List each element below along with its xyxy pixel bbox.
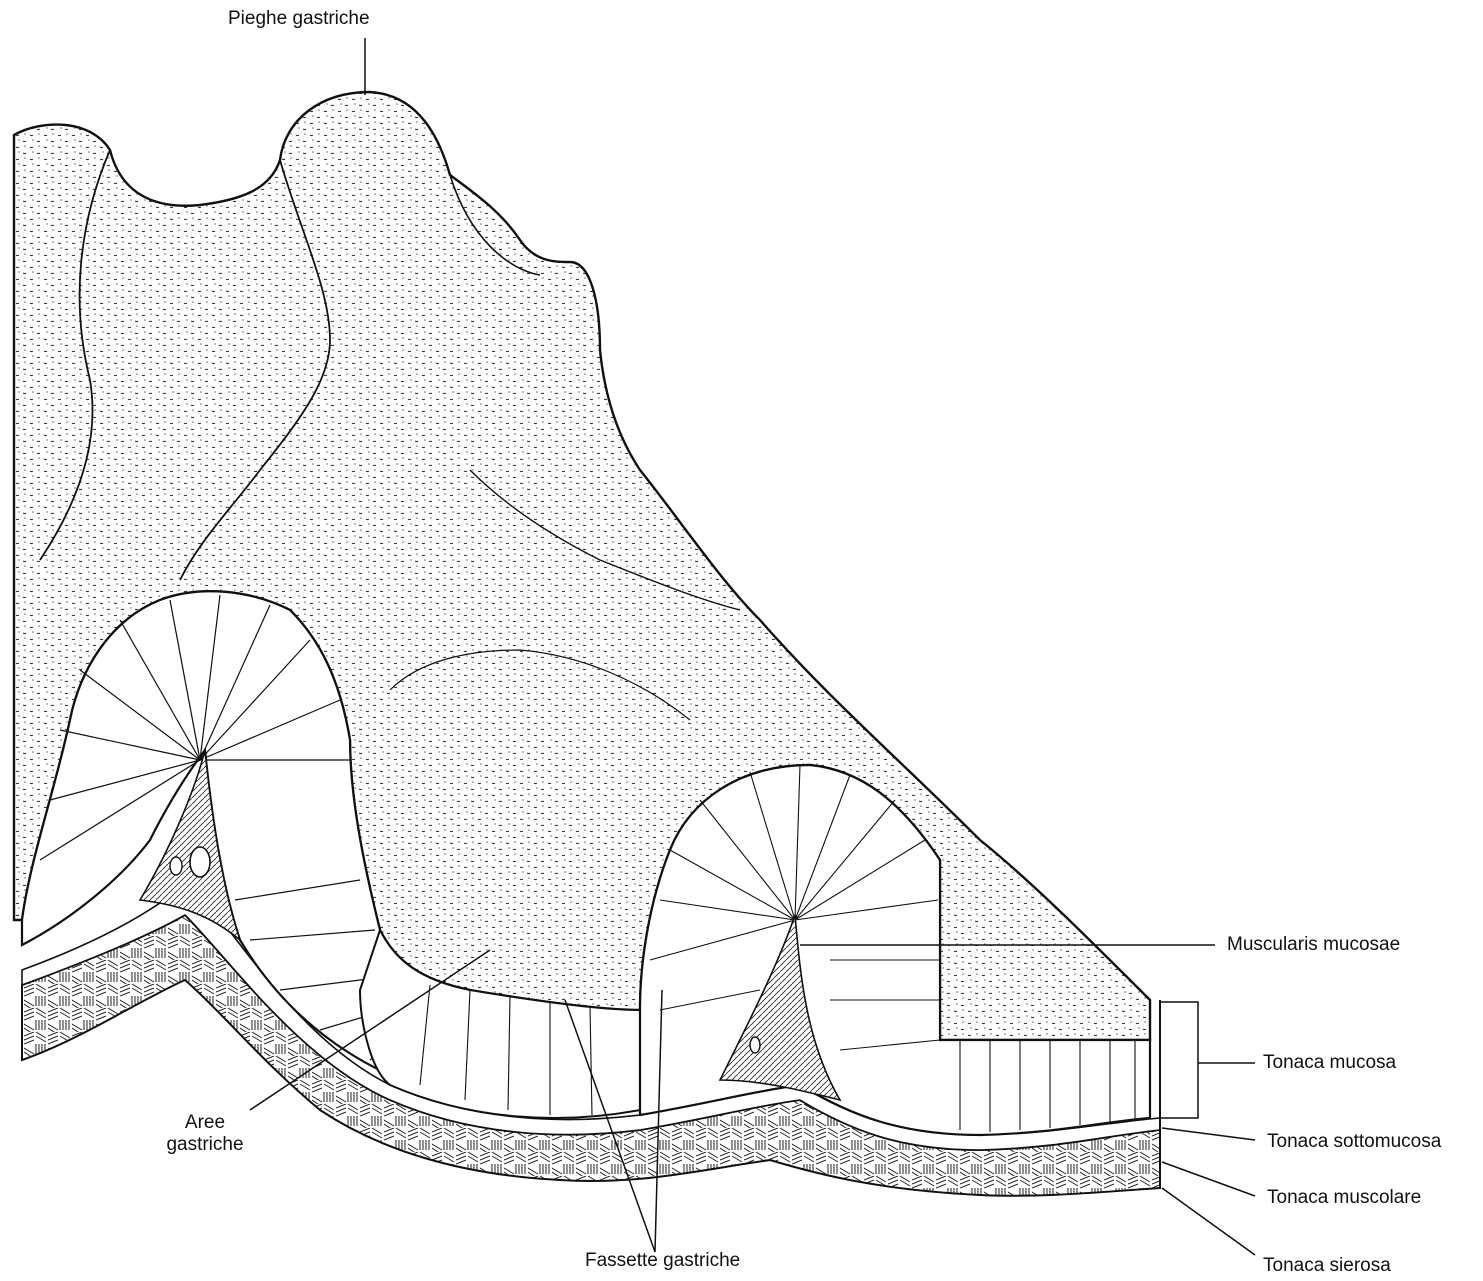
fold-crease [469, 469, 741, 611]
label-aree-line2: gastriche [166, 1134, 244, 1155]
left-vessel-2 [169, 856, 183, 876]
middle-gland-lines [419, 984, 593, 1116]
label-aree-line1: Aree [184, 1112, 226, 1133]
fold-ridge-left [39, 149, 111, 561]
left-gland-lines [39, 594, 441, 1061]
right-submucosa-core [718, 914, 842, 1102]
label-pieghe-gastriche: Pieghe gastriche [228, 8, 370, 29]
label-fassette-gastriche: Fassette gastriche [585, 1250, 741, 1271]
left-vessel-1 [189, 846, 211, 878]
right-gland-lines [649, 764, 1136, 1132]
fold-ridge-center [179, 159, 331, 581]
label-muscularis-mucosae: Muscularis mucosae [1227, 934, 1401, 955]
label-tonaca-mucosa: Tonaca mucosa [1263, 1052, 1397, 1073]
label-tonaca-sottomucosa: Tonaca sottomucosa [1267, 1131, 1442, 1152]
middle-mucosa-section [358, 927, 641, 1119]
label-aree-gastriche: Aree gastriche [140, 1112, 270, 1156]
fold-crease-2 [389, 649, 691, 721]
fold-ridge-right [449, 174, 541, 276]
left-submucosa-core [138, 749, 242, 943]
right-vessel [749, 1036, 761, 1054]
leader-lines [249, 38, 1256, 1256]
label-tonaca-sierosa: Tonaca sierosa [1263, 1255, 1391, 1276]
label-tonaca-muscolare: Tonaca muscolare [1267, 1187, 1422, 1208]
